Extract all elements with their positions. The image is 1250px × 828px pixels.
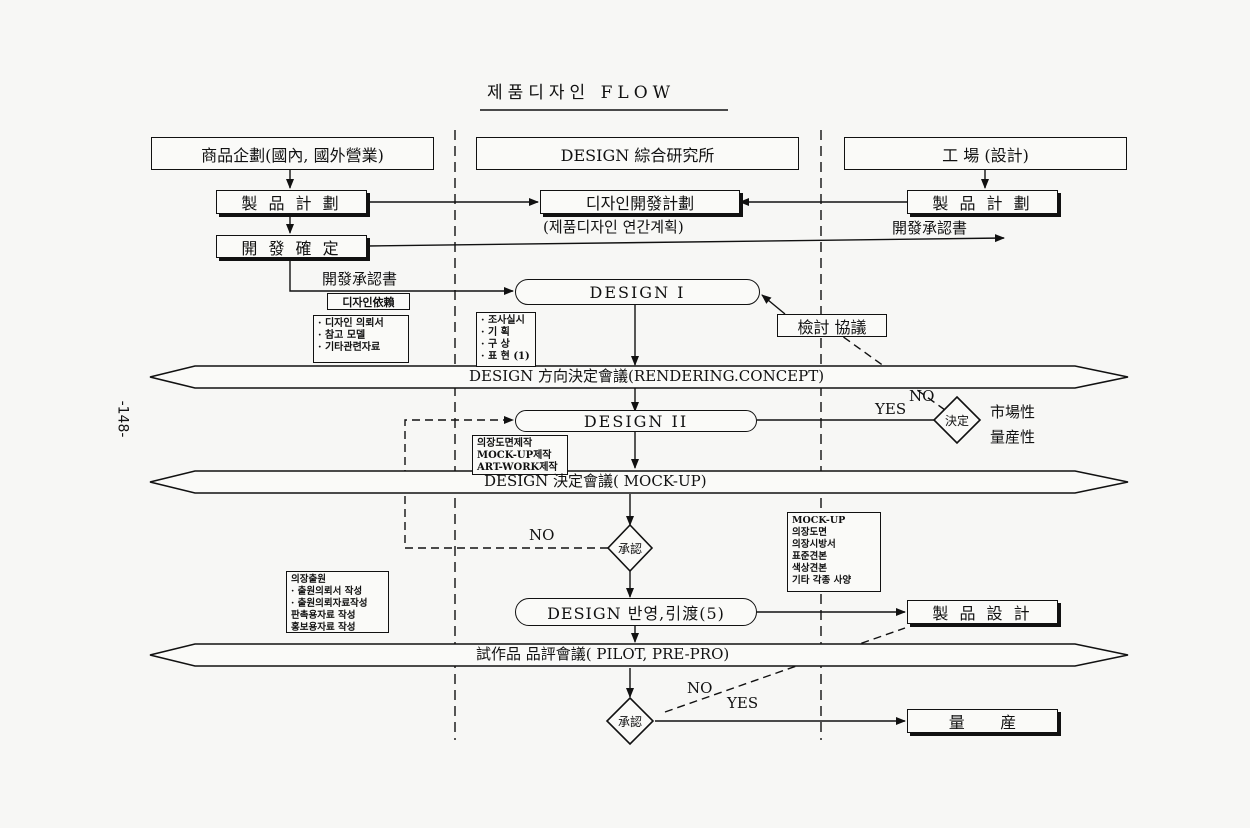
approve-diamond-2 bbox=[605, 696, 655, 746]
lane-header-factory: 工 場 (設計) bbox=[844, 137, 1127, 170]
lane-header-marketing: 商品企劃(國內, 國外營業) bbox=[151, 137, 434, 170]
yes-label-decide: YES bbox=[875, 400, 907, 418]
no-label-approve-2: NO bbox=[687, 679, 713, 697]
product-plan-left: 製 品 計 劃 bbox=[216, 190, 367, 214]
annual-plan-caption: (제품디자인 연간계획) bbox=[543, 218, 684, 236]
decide-label: 決定 bbox=[944, 413, 969, 428]
design-dev-plan: 디자인開發計劃 bbox=[540, 190, 740, 214]
dev-confirm: 開 發 確 定 bbox=[216, 235, 367, 258]
meeting-2-shape bbox=[149, 470, 1129, 494]
design-2-node: DESIGN II bbox=[515, 410, 757, 432]
yes-label-approve-2: YES bbox=[727, 694, 759, 712]
design-2-items-note: 의장도면제작 MOCK-UP제작 ART-WORK제작 bbox=[472, 435, 568, 475]
page-number: -148- bbox=[114, 400, 131, 438]
review-box: 檢討 協議 bbox=[777, 314, 887, 337]
design-1-node: DESIGN I bbox=[515, 279, 760, 305]
design-request-box: 디자인依賴 bbox=[327, 293, 410, 310]
product-design-box: 製 品 設 計 bbox=[907, 600, 1058, 624]
mass-production-box: 量 産 bbox=[907, 709, 1058, 733]
meeting-2-label: DESIGN 決定會議( MOCK-UP) bbox=[484, 472, 707, 490]
no-label-decide: NO bbox=[909, 387, 935, 405]
approve-1-label: 承認 bbox=[617, 541, 642, 556]
design-reflect-node: DESIGN 반영,引渡(5) bbox=[515, 598, 757, 626]
lane-header-design-center: DESIGN 綜合研究所 bbox=[476, 137, 799, 170]
dev-approval-doc-right: 開發承認書 bbox=[892, 219, 968, 237]
product-plan-right: 製 品 計 劃 bbox=[907, 190, 1058, 214]
approve-2-label: 承認 bbox=[617, 714, 642, 729]
meeting-1-label: DESIGN 方向決定會議(RENDERING.CONCEPT) bbox=[469, 367, 825, 385]
meeting-3-shape bbox=[149, 643, 1129, 667]
design-1-items-note: · 조사실시 · 기 획 · 구 상 · 표 현 (1) bbox=[476, 312, 536, 367]
market-label: 市場性 bbox=[990, 403, 1036, 421]
mass-label: 量産性 bbox=[990, 428, 1036, 446]
no-label-approve-1: NO bbox=[529, 526, 555, 544]
meeting-1-shape bbox=[149, 365, 1129, 389]
handover-items-note: MOCK-UP 의장도면 의장시방서 표준견본 색상견본 기타 각종 사양 bbox=[787, 512, 881, 592]
meeting-3-label: 試作品 品評會議( PILOT, PRE-PRO) bbox=[476, 645, 730, 663]
registration-items-note: 의장출원 · 출원의뢰서 작성 · 출원의뢰자료작성 판촉용자료 작성 홍보용자… bbox=[286, 571, 389, 633]
page-title: 제품디자인 FLOW bbox=[487, 83, 676, 103]
request-items-note: · 디자인 의뢰서 · 참고 모델 · 기타관련자료 bbox=[313, 315, 409, 363]
approve-diamond-1 bbox=[606, 523, 654, 573]
dev-approval-doc-left: 開發承認書 bbox=[322, 270, 398, 288]
decide-diamond bbox=[932, 395, 982, 445]
